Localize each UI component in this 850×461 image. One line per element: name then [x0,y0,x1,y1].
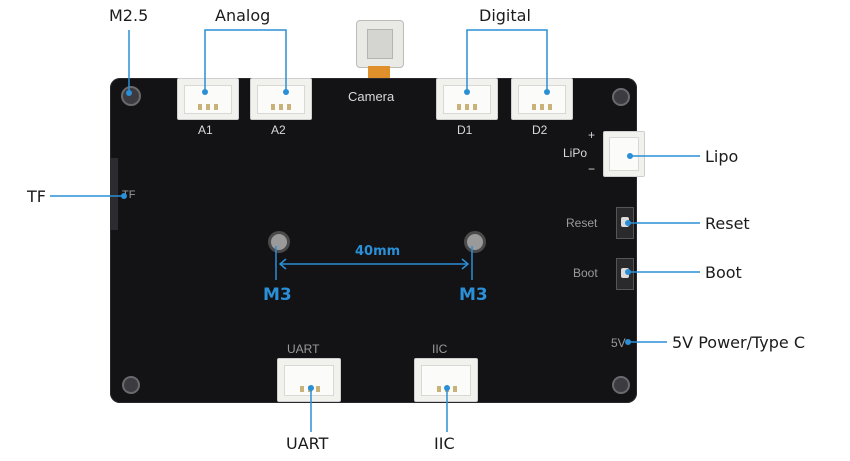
label-lipo: Lipo [705,147,739,166]
label-power: 5V Power/Type C [672,333,805,352]
m3-hole-right [464,231,486,253]
silk-lipo: LiPo [563,146,588,160]
label-tf: TF [27,187,46,206]
camera-module [356,20,404,68]
m3-hole-left [268,231,290,253]
silk-minus: − [588,162,596,176]
m25-screw-hole [121,86,141,106]
silk-a2: A2 [271,123,286,137]
boot-button [616,258,634,290]
screw-hole-bottom-right [612,376,630,394]
silk-d1: D1 [457,123,473,137]
label-digital: Digital [479,6,531,25]
connector-iic [414,358,478,402]
label-reset: Reset [705,214,750,233]
label-m3-left: M3 [263,285,292,305]
screw-hole-top-right [612,88,630,106]
connector-lipo [603,131,645,177]
silk-boot: Boot [573,266,598,280]
label-analog: Analog [215,6,271,25]
silk-d2: D2 [532,123,548,137]
connector-uart [277,358,341,402]
connector-a1 [177,78,239,120]
label-m25: M2.5 [109,6,149,25]
label-uart: UART [286,434,329,453]
label-distance: 40mm [355,244,401,259]
silk-camera: Camera [348,89,395,104]
silk-reset: Reset [566,216,598,230]
connector-d2 [511,78,573,120]
pcb-board [110,78,637,403]
silk-5v: 5V [611,336,626,350]
label-m3-right: M3 [459,285,488,305]
silk-plus: + [588,128,596,142]
silk-uart: UART [287,342,320,356]
screw-hole-bottom-left [122,376,140,394]
silk-a1: A1 [198,123,213,137]
silk-iic: IIC [432,342,448,356]
label-boot: Boot [705,263,742,282]
connector-a2 [250,78,312,120]
label-iic: IIC [434,434,455,453]
tf-slot [110,158,118,230]
